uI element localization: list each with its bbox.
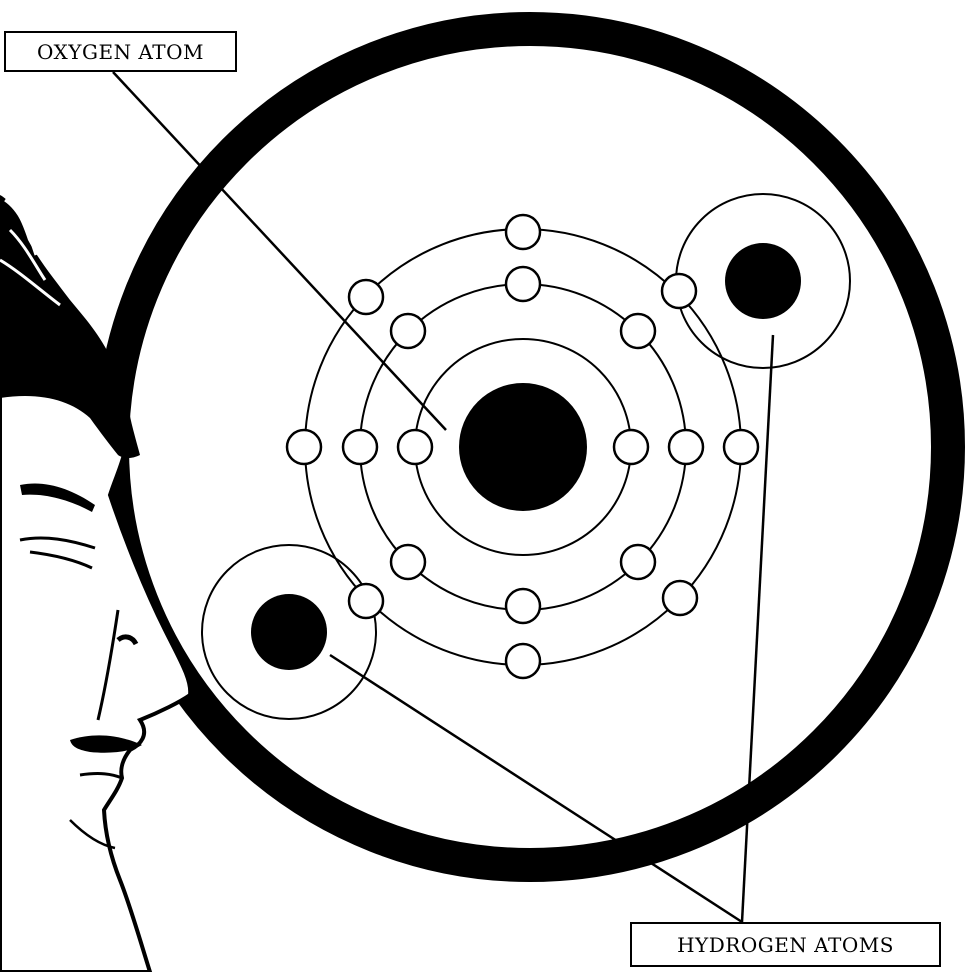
electron (614, 430, 648, 464)
electron (724, 430, 758, 464)
electron (349, 280, 383, 314)
oxygen-atom-label: OXYGEN ATOM (4, 31, 237, 72)
electron (287, 430, 321, 464)
face-silhouette (0, 380, 190, 972)
hydrogen-nucleus (251, 594, 327, 670)
face-profile-illustration (0, 195, 190, 972)
hydrogen-nucleus (725, 243, 801, 319)
electron (662, 274, 696, 308)
hydrogen-atom-bottom-left (202, 545, 376, 719)
hydrogen-leader-line-right (742, 335, 773, 922)
electron (343, 430, 377, 464)
electron (391, 545, 425, 579)
oxygen-atom-label-text: OXYGEN ATOM (37, 40, 204, 64)
oxygen-nucleus (459, 383, 587, 511)
hydrogen-atoms-label-text: HYDROGEN ATOMS (677, 933, 894, 957)
electron (506, 644, 540, 678)
electron (663, 581, 697, 615)
hydrogen-atoms-label: HYDROGEN ATOMS (630, 922, 941, 967)
electron (349, 584, 383, 618)
electron (398, 430, 432, 464)
electron (621, 545, 655, 579)
electron (669, 430, 703, 464)
electron (506, 215, 540, 249)
hydrogen-atom-top-right (676, 194, 850, 368)
electron (391, 314, 425, 348)
electron (506, 589, 540, 623)
electron (621, 314, 655, 348)
electron (506, 267, 540, 301)
